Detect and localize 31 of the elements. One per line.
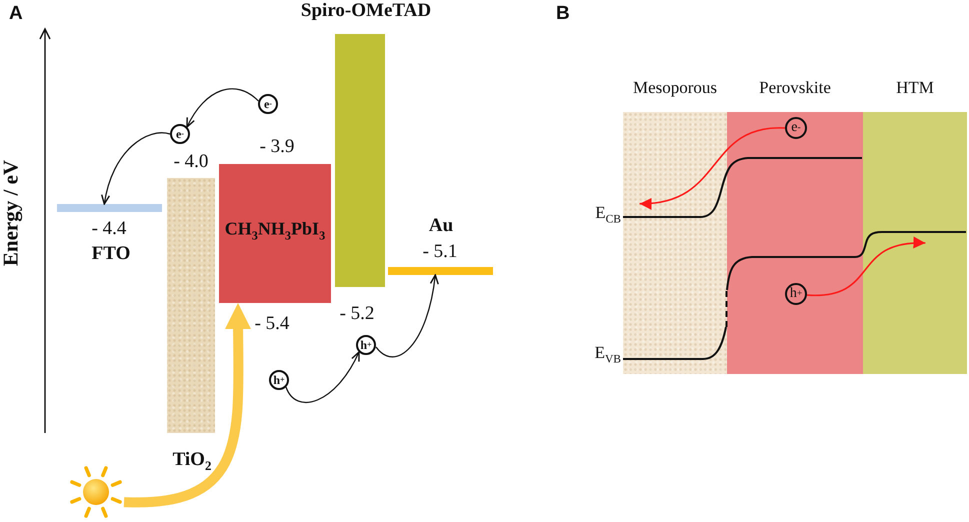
energy-value: - 3.9 (260, 136, 294, 158)
hole-symbol: h$^{+}$ (356, 335, 376, 355)
energy-value: - 5.2 (340, 303, 374, 325)
curved-arrow (101, 132, 170, 205)
panel-label: A (9, 3, 23, 25)
band-label: E$_{CB}$ (595, 203, 621, 223)
axis-label: Energy / eV (0, 160, 22, 266)
energy-value: - 5.1 (422, 241, 458, 263)
curved-arrow (285, 351, 360, 403)
energy-value: - 5.4 (254, 313, 290, 335)
panel-label: B (556, 3, 570, 25)
material-label: FTO (92, 243, 130, 265)
curved-arrow (376, 274, 439, 358)
layer-label: Mesoporous (632, 78, 718, 98)
electron-symbol: e$^{-}$ (170, 124, 190, 144)
curved-arrow (186, 88, 259, 128)
energy-value: - 4.4 (92, 218, 126, 240)
material-label: TiO$_{2}$ (172, 449, 212, 471)
electron-symbol: e$^{-}$ (258, 94, 278, 114)
material-label: Spiro-OMeTAD (300, 0, 432, 22)
curved-arrow (640, 127, 786, 209)
energy-value: - 4.0 (174, 151, 208, 173)
sun-icon (68, 464, 124, 520)
layer-label: HTM (896, 78, 934, 98)
formula-label: CH$_{3}$NH$_{3}$PbI$_{3}$ (224, 218, 326, 240)
band-label: E$_{VB}$ (594, 343, 621, 363)
hole-symbol: h$^{+}$ (269, 370, 289, 390)
material-label: Au (428, 215, 454, 237)
curved-arrow (807, 237, 926, 296)
thick-arrow (124, 303, 252, 508)
layer-label: Perovskite (759, 78, 831, 98)
